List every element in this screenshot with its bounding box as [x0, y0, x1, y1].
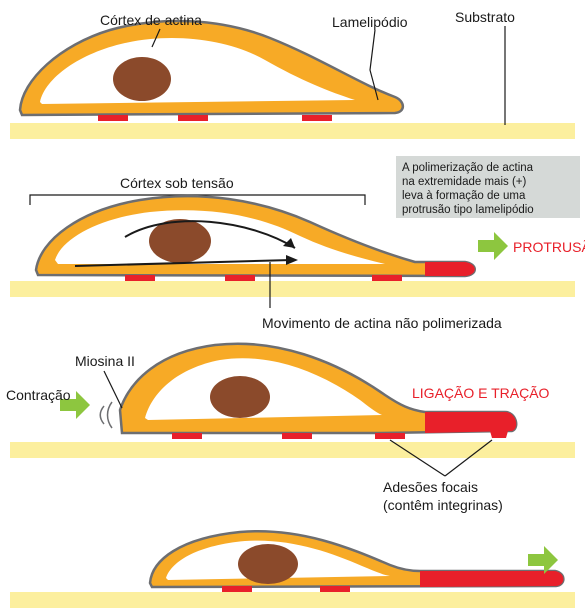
- panel-4: [10, 530, 575, 608]
- label-actin-movement: Movimento de actina não polimerizada: [262, 315, 502, 331]
- label-cortex-tension: Córtex sob tensão: [120, 175, 234, 191]
- actin-flow-arrowhead-top: [283, 238, 295, 248]
- note-line-4: protrusão tipo lamelipódio: [402, 204, 534, 216]
- adhesion-points: [172, 433, 405, 439]
- adhesion-points: [222, 586, 350, 592]
- note-line-1: A polimerização de actina: [402, 162, 534, 174]
- actin-flow-arrow-bottom: [74, 259, 293, 267]
- label-attachment: LIGAÇÃO E TRAÇÃO: [412, 385, 550, 401]
- nucleus: [238, 544, 298, 584]
- label-focal-adhesions: Adesões focais: [383, 479, 478, 495]
- migration-arrow-icon: [528, 546, 558, 574]
- nucleus: [149, 219, 211, 263]
- panel-2: Córtex sob tensão Movimento de actina nã…: [10, 156, 585, 331]
- panel-1: Córtex de actina Lamelipódio Substrato: [10, 9, 575, 139]
- adhesion-points: [125, 275, 402, 281]
- contraction-arrow-icon: [60, 391, 90, 419]
- leader-focal-adhesion-1: [389, 439, 446, 477]
- label-integrins: (contêm integrinas): [383, 497, 503, 513]
- focal-adhesion-protrusion: [490, 431, 508, 438]
- label-substrate: Substrato: [455, 9, 515, 25]
- cytoplasm: [55, 210, 385, 264]
- polymerizing-actin: [420, 571, 564, 587]
- polymerizing-actin: [425, 262, 475, 276]
- polymerizing-actin: [425, 412, 517, 433]
- substrate-bar: [10, 123, 575, 139]
- label-cortex: Córtex de actina: [100, 12, 202, 28]
- leader-lamellipodium: [369, 29, 379, 101]
- leader-cortex: [151, 28, 161, 48]
- actin-flow-arrowhead-bottom: [286, 255, 298, 265]
- leader-myosin: [103, 370, 123, 409]
- adhesion-points: [98, 115, 332, 121]
- bracket: [29, 194, 366, 205]
- substrate-bar: [10, 592, 575, 608]
- substrate-bar: [10, 281, 575, 297]
- note-line-3: leva à formação de uma: [402, 190, 526, 202]
- protrusion-arrow-icon: [478, 232, 508, 260]
- label-contraction: Contração: [6, 387, 71, 403]
- note-line-2: na extremidade mais (+): [402, 176, 526, 188]
- leader-focal-adhesion-2: [444, 439, 493, 477]
- nucleus: [210, 376, 270, 418]
- label-myosin: Miosina II: [75, 353, 135, 369]
- contraction-motion-icon: [99, 401, 113, 429]
- label-lamellipodium: Lamelipódio: [332, 14, 408, 30]
- panel-3: Contração Miosina II LIGAÇÃO E TRAÇÃO Ad…: [6, 342, 575, 513]
- label-protrusion: PROTRUSÃO: [513, 239, 585, 255]
- actin-flow-arrow-top: [124, 220, 296, 249]
- nucleus: [113, 57, 171, 101]
- note-box: [396, 156, 580, 218]
- substrate-bar: [10, 442, 575, 458]
